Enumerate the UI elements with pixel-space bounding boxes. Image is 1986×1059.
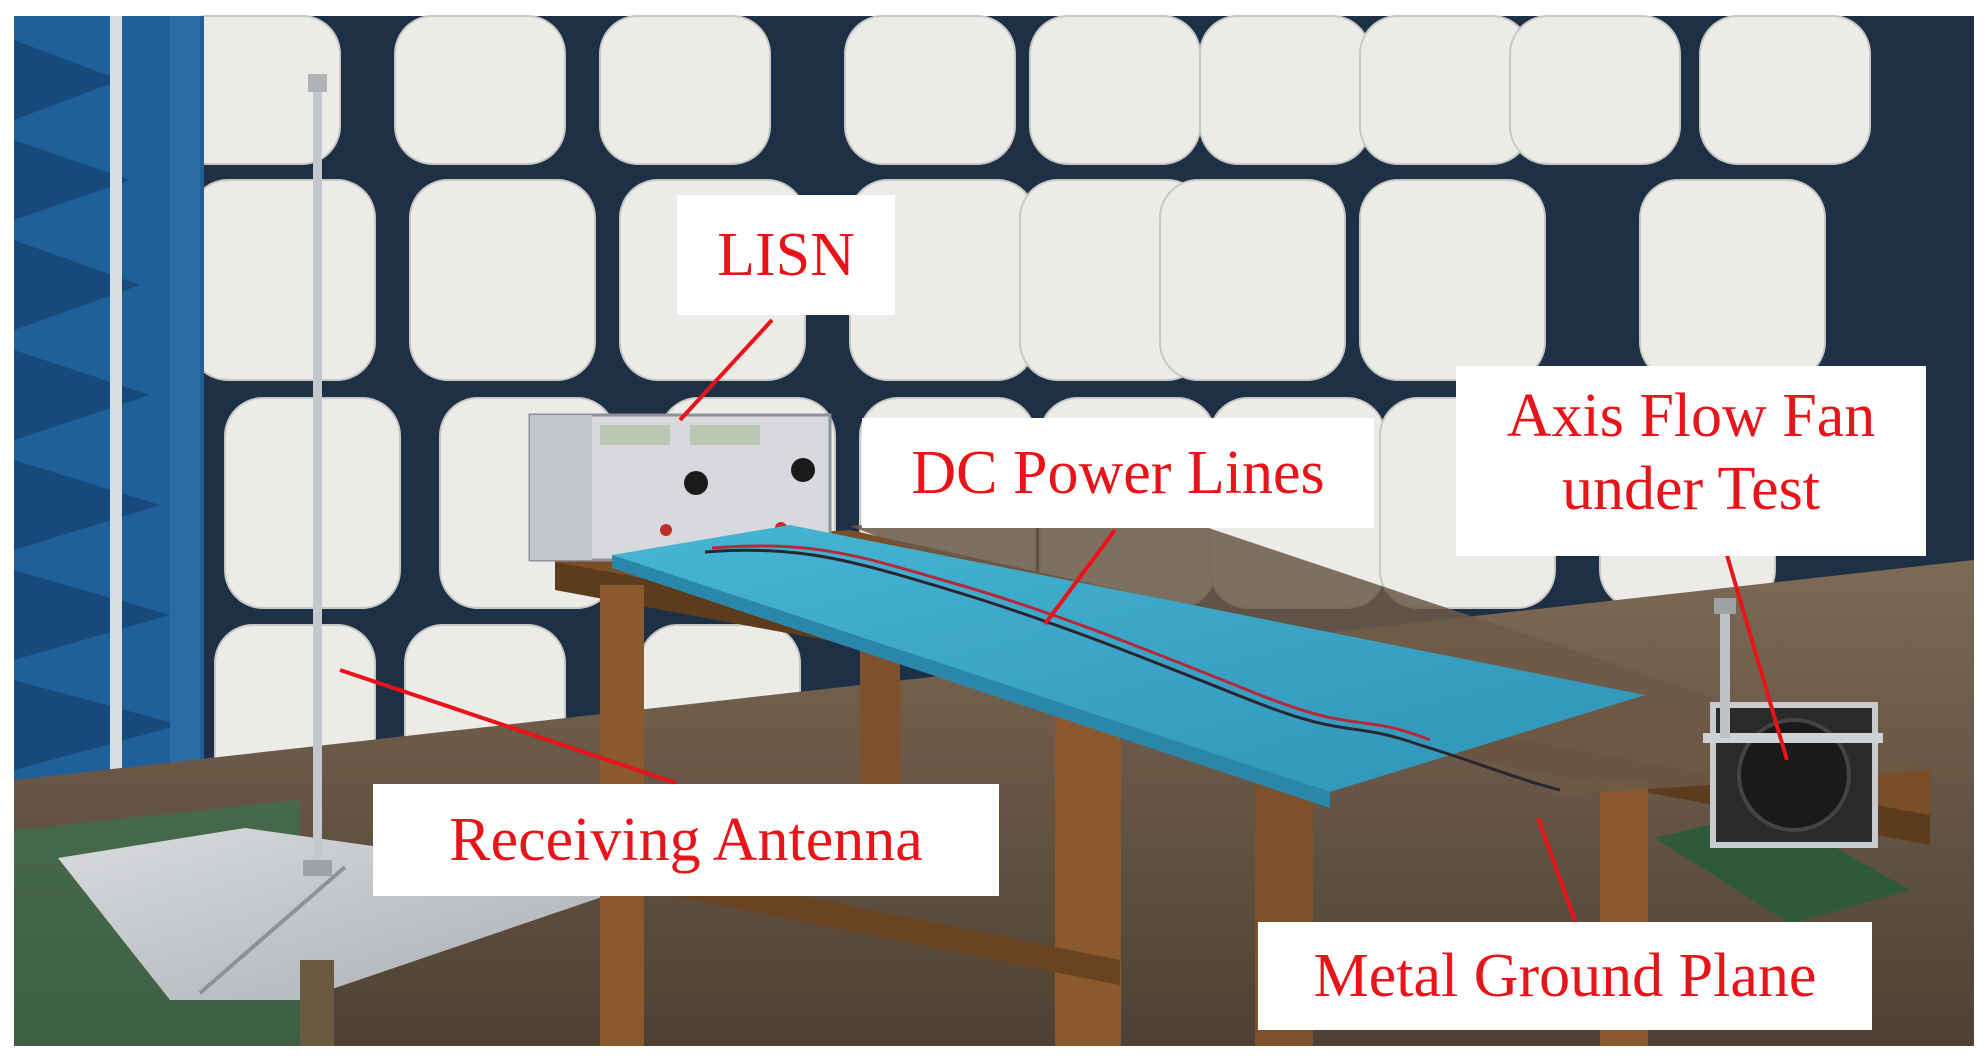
metal-ground-plane-label-text: Metal Ground Plane [1313, 942, 1817, 1010]
absorber-tile [1509, 15, 1681, 165]
absorber-tile [1359, 179, 1546, 381]
fan-under-test [1655, 598, 1910, 924]
absorber-tile [1029, 15, 1201, 165]
receiving-antenna-label-text: Receiving Antenna [449, 806, 923, 874]
antenna-rod [300, 74, 334, 1046]
absorber-tile [224, 397, 401, 609]
dc-power-lines [704, 544, 1561, 792]
dc-power-lines-label: DC Power Lines [862, 418, 1374, 528]
absorber-tile [1359, 15, 1531, 165]
lisn-label: LISN [677, 195, 895, 315]
lisn-box [528, 413, 832, 562]
axis-flow-fan-label: Axis Flow Fan under Test [1456, 366, 1926, 556]
metal-ground-plane-label: Metal Ground Plane [1258, 922, 1872, 1030]
axis-flow-fan-label-line2: under Test [1562, 455, 1820, 524]
dc-power-lines-label-text: DC Power Lines [911, 439, 1325, 507]
absorber-tile [1199, 15, 1371, 165]
axis-flow-fan-label-line1: Axis Flow Fan [1506, 382, 1876, 450]
absorber-tile [1699, 15, 1871, 165]
absorber-tile [409, 179, 596, 381]
absorber-tile [1639, 179, 1826, 381]
receiving-antenna-label: Receiving Antenna [373, 784, 999, 896]
absorber-tile [189, 179, 376, 381]
pyramid-absorber-wall [14, 16, 204, 836]
lisn-label-text: LISN [717, 221, 855, 289]
absorber-tile [599, 15, 771, 165]
absorber-tile [1159, 179, 1346, 381]
absorber-tile [844, 15, 1016, 165]
absorber-tile [394, 15, 566, 165]
callout-leader-lines [339, 318, 1789, 941]
